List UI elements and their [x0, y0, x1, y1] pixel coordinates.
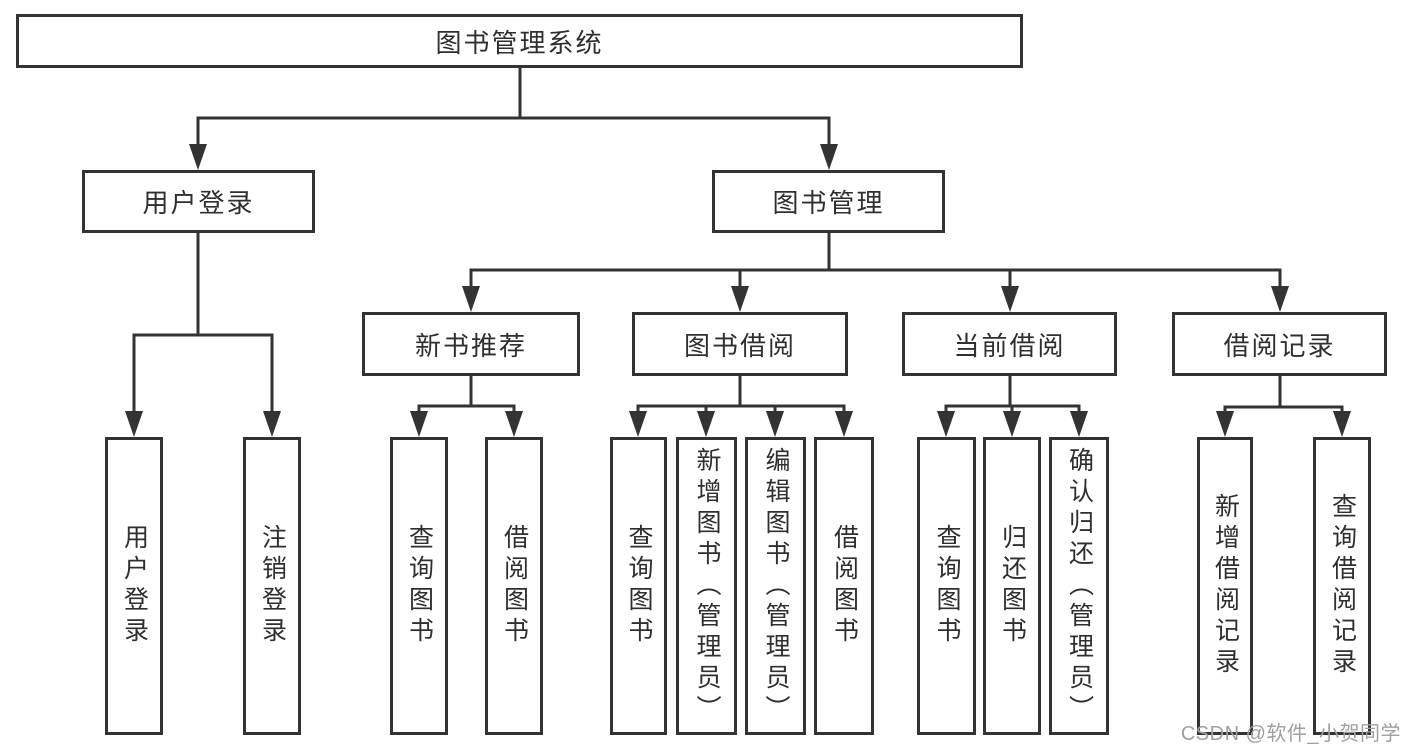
leaf-add-borrow-record-label: 新增借阅记录 [1211, 493, 1240, 679]
leaf-query-borrow-record-label: 查询借阅记录 [1328, 493, 1357, 679]
leaf-query-books-borrow: 查询图书 [610, 437, 667, 735]
node-user-login-label: 用户登录 [142, 188, 255, 218]
leaf-return-books-label: 归还图书 [998, 524, 1027, 648]
arrowhead-leaf-borrow-books-rec [505, 411, 523, 437]
edge-borrow-records-children [1223, 374, 1344, 415]
leaf-query-books-rec: 查询图书 [390, 437, 448, 735]
arrowhead-user-login [189, 144, 207, 170]
leaf-add-borrow-record: 新增借阅记录 [1197, 437, 1253, 735]
arrowhead-book-borrow [731, 286, 749, 312]
node-book-borrow-label: 图书借阅 [683, 330, 796, 361]
leaf-query-books-current-label: 查询图书 [933, 524, 961, 648]
edge-root-to-level1 [196, 64, 831, 148]
arrowhead-book-mgmt [820, 144, 838, 170]
csdn-watermark: CSDN @软件_小贺同学 [1180, 723, 1401, 745]
node-borrow-records-label: 借阅记录 [1223, 330, 1336, 361]
arrowhead-leaf-query-books-current [937, 411, 955, 437]
edge-new-book-rec-children [417, 374, 516, 415]
node-book-mgmt-label: 图书管理 [772, 188, 885, 218]
edge-user-login-children [132, 231, 274, 415]
edge-book-mgmt-children [469, 231, 1282, 290]
leaf-confirm-return-admin: 确认归还（管理员） [1049, 437, 1109, 735]
leaf-logout-label: 注销登录 [258, 524, 287, 648]
arrowhead-leaf-return-books [1003, 411, 1021, 437]
arrowhead-leaf-query-books-rec [410, 411, 428, 437]
leaf-add-books-admin-label: 新增图书（管理员） [693, 446, 721, 726]
leaf-user-login: 用户登录 [105, 437, 163, 735]
node-root-system: 图书管理系统 [16, 14, 1023, 68]
node-new-book-rec-label: 新书推荐 [414, 330, 527, 361]
node-book-mgmt: 图书管理 [712, 170, 945, 233]
arrowhead-leaf-edit-books [766, 411, 784, 437]
leaf-query-books-rec-label: 查询图书 [405, 524, 434, 648]
node-user-login: 用户登录 [82, 170, 315, 233]
node-borrow-records: 借阅记录 [1172, 312, 1387, 376]
leaf-return-books: 归还图书 [983, 437, 1041, 735]
edge-book-borrow-children [636, 374, 846, 415]
leaf-borrow-books: 借阅图书 [814, 437, 874, 735]
leaf-query-books-borrow-label: 查询图书 [625, 524, 653, 648]
arrowhead-leaf-query-books-borrow [629, 411, 647, 437]
leaf-logout: 注销登录 [243, 437, 301, 735]
leaf-query-borrow-record: 查询借阅记录 [1313, 437, 1371, 735]
arrowhead-leaf-logout [263, 411, 281, 437]
node-book-borrow: 图书借阅 [632, 312, 848, 376]
leaf-add-books-admin: 新增图书（管理员） [676, 437, 737, 735]
node-current-borrow-label: 当前借阅 [953, 330, 1066, 361]
edge-current-borrow-children [944, 374, 1081, 415]
arrowhead-current-borrow [1001, 286, 1019, 312]
arrowhead-leaf-user-login [125, 411, 143, 437]
arrowhead-leaf-borrow-books [835, 411, 853, 437]
leaf-edit-books-admin: 编辑图书（管理员） [745, 437, 806, 735]
arrowhead-borrow-records [1271, 286, 1289, 312]
arrowhead-leaf-confirm-return [1070, 411, 1088, 437]
leaf-confirm-return-admin-label: 确认归还（管理员） [1065, 446, 1094, 726]
arrowhead-new-book-rec [462, 286, 480, 312]
leaf-borrow-books-rec-label: 借阅图书 [500, 524, 529, 648]
arrowhead-leaf-add-books [697, 411, 715, 437]
leaf-user-login-label: 用户登录 [120, 524, 149, 648]
node-current-borrow: 当前借阅 [902, 312, 1117, 376]
node-root-label: 图书管理系统 [435, 27, 604, 58]
leaf-query-books-current: 查询图书 [917, 437, 976, 735]
leaf-borrow-books-rec: 借阅图书 [485, 437, 543, 735]
leaf-edit-books-admin-label: 编辑图书（管理员） [762, 446, 790, 726]
arrowhead-leaf-add-record [1216, 411, 1234, 437]
node-new-book-rec: 新书推荐 [362, 312, 580, 376]
leaf-borrow-books-label: 借阅图书 [830, 524, 859, 648]
arrowhead-leaf-query-record [1333, 411, 1351, 437]
